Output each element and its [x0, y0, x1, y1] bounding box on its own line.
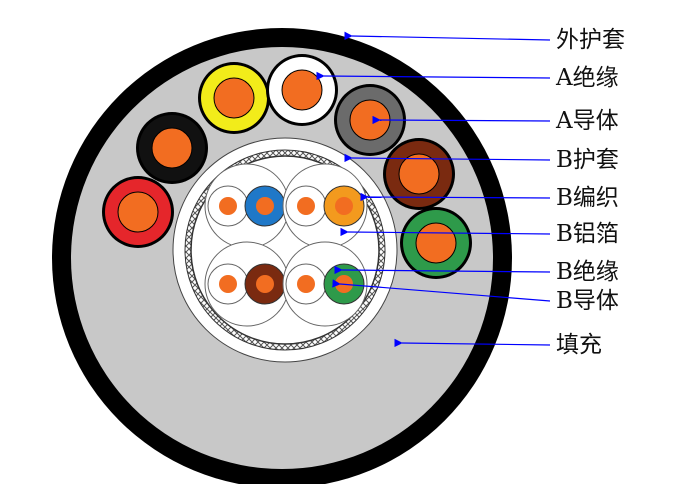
label-b-insulation: B绝缘: [556, 259, 619, 285]
leader-a-conductor: [372, 115, 551, 125]
a-core-brown: [383, 138, 455, 210]
leader-b-insulation: [334, 265, 551, 275]
leader-filler: [394, 338, 551, 348]
leader-b-braid: [360, 192, 551, 202]
a-cores: [102, 54, 472, 279]
label-filler: 填充: [556, 332, 602, 358]
leader-b-sheath: [344, 153, 551, 163]
label-a-insulation: A绝缘: [556, 65, 619, 91]
b-pair-orange: [282, 163, 368, 249]
a-core-black: [136, 112, 208, 184]
b-pair-green: [282, 241, 368, 327]
leader-outer-sheath: [344, 31, 551, 41]
b-pair-brown: [204, 241, 290, 327]
b-pair-blue: [204, 163, 290, 249]
leader-lines: [316, 31, 551, 348]
a-core-yellow: [198, 62, 270, 134]
label-a-conductor: A导体: [556, 108, 619, 134]
a-core-gray: [334, 84, 406, 156]
a-core-red: [102, 176, 174, 248]
b-unit: [172, 137, 398, 363]
leader-b-conductor: [332, 279, 551, 302]
label-b-sheath: B护套: [556, 147, 619, 173]
label-b-conductor: B导体: [556, 288, 619, 314]
a-core-white: [266, 54, 338, 126]
label-b-braid: B编织: [556, 185, 619, 211]
leader-b-foil: [340, 227, 551, 237]
leader-a-insulation: [316, 71, 551, 81]
label-b-foil: B铝箔: [556, 221, 619, 247]
a-core-green: [400, 207, 472, 279]
label-outer-sheath: 外护套: [556, 27, 625, 53]
